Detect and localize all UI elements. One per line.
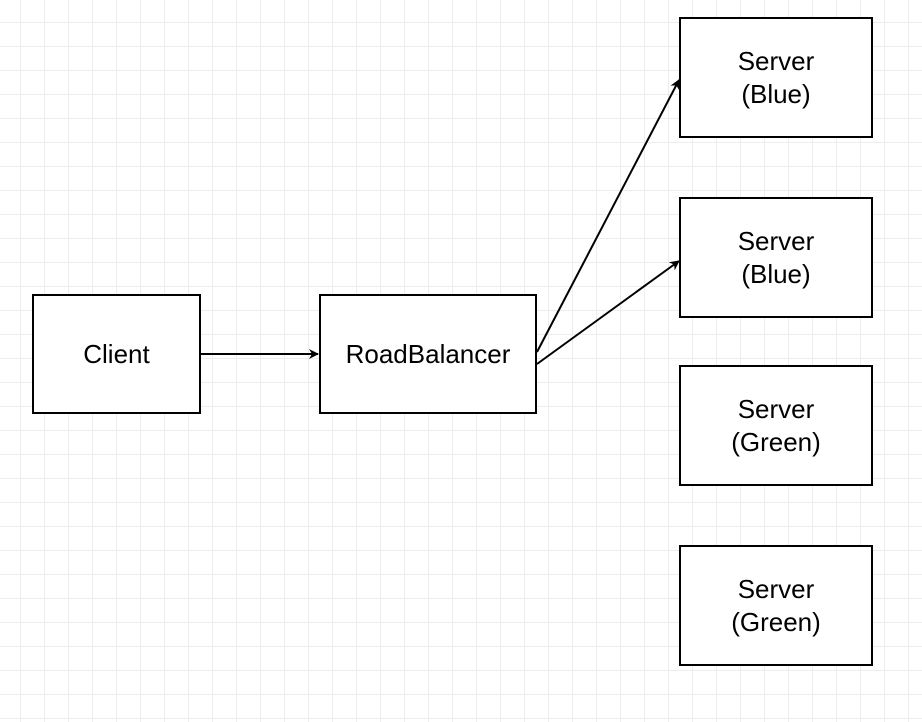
server-blue-node-1[interactable]: Server (Blue) — [679, 17, 873, 138]
client-label: Client — [83, 338, 150, 369]
client-node[interactable]: Client — [32, 294, 201, 414]
server-color-label: (Green) — [731, 606, 821, 637]
server-color-label: (Blue) — [741, 78, 811, 109]
load-balancer-label: RoadBalancer — [345, 338, 511, 369]
server-green-node-1[interactable]: Server (Green) — [679, 365, 873, 486]
server-label: Server — [737, 393, 815, 424]
edge-loadbalancer-to-server-blue-2[interactable] — [536, 260, 680, 365]
server-color-label: (Blue) — [741, 258, 811, 289]
server-color-label: (Green) — [731, 426, 821, 457]
server-label: Server — [737, 45, 815, 76]
edge-loadbalancer-to-server-blue-1[interactable] — [536, 79, 680, 353]
server-label: Server — [737, 573, 815, 604]
load-balancer-node[interactable]: RoadBalancer — [319, 294, 537, 414]
server-green-node-2[interactable]: Server (Green) — [679, 545, 873, 666]
server-blue-node-2[interactable]: Server (Blue) — [679, 197, 873, 318]
server-label: Server — [737, 225, 815, 256]
